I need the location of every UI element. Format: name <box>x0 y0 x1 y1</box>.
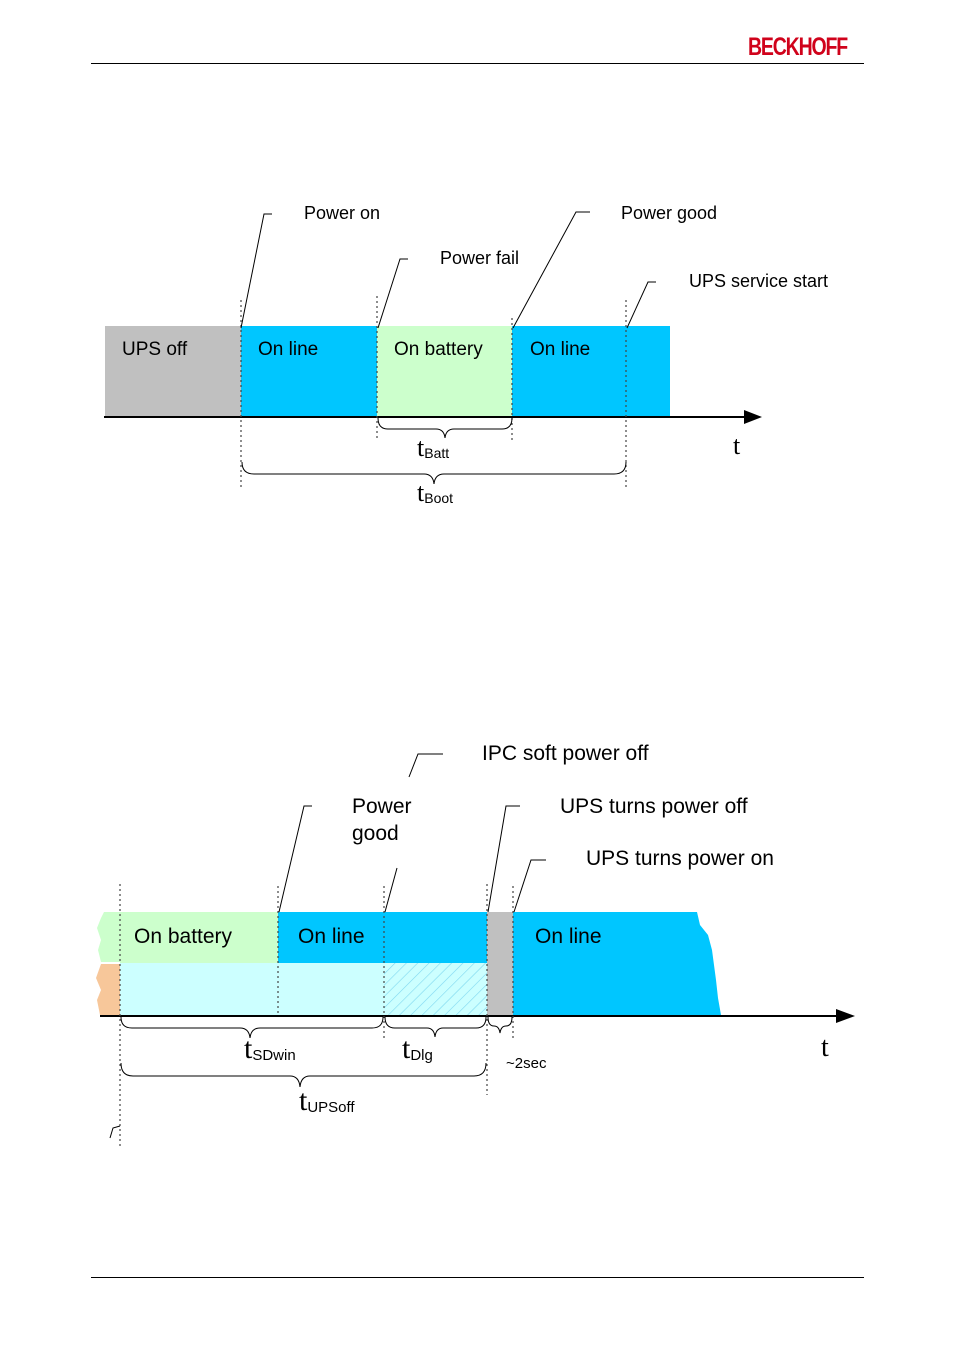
brace-t-batt <box>377 417 513 439</box>
segment-power-off <box>487 912 513 1015</box>
diagram-1: UPS off On line On battery On line t <box>104 203 828 507</box>
annotation-power-good: Power good <box>621 203 717 223</box>
label-ups-off: UPS off <box>122 339 188 360</box>
span-t-sdwin: tSDwin <box>244 1032 296 1065</box>
annotation-power-good-line1: Power <box>352 795 412 818</box>
label-on-line-2: On line <box>530 339 590 360</box>
segment-on-battery <box>377 326 512 417</box>
brace-t-sdwin <box>120 1016 384 1039</box>
segment-on-battery <box>120 912 278 963</box>
annotation-power-on: Power on <box>304 203 380 223</box>
segment-on-line-2 <box>513 912 721 1015</box>
annotation-power-fail: Power fail <box>440 248 519 268</box>
label-on-battery-2: On battery <box>134 925 233 948</box>
footer-rule <box>91 1277 864 1278</box>
span-t-boot: tBoot <box>417 478 453 507</box>
brace-t-upsoff <box>120 1062 487 1088</box>
segment-on-line-2 <box>512 326 670 417</box>
label-on-line-1: On line <box>258 339 318 360</box>
axis-label-t-2: t <box>821 1032 829 1063</box>
brace-t-boot <box>241 461 627 485</box>
label-on-battery: On battery <box>394 339 483 360</box>
callout-lines-2 <box>109 753 546 1139</box>
fragment-orange-left <box>96 964 120 1015</box>
diagram-2: On battery On line On line t <box>96 742 855 1148</box>
segment-lower-pale <box>278 963 384 1015</box>
annotation-ups-turns-power-on: UPS turns power on <box>586 847 774 870</box>
label-on-line-4: On line <box>535 925 602 948</box>
annotation-ipc-soft-power-off: IPC soft power off <box>482 742 649 765</box>
segment-on-line-1 <box>241 326 377 417</box>
axis-arrow-1 <box>744 410 762 424</box>
annotation-power-good-line2: good <box>352 822 399 845</box>
segment-dlg-hatched <box>384 963 487 1015</box>
span-2sec: ~2sec <box>506 1055 547 1072</box>
span-t-dlg: tDlg <box>402 1032 433 1065</box>
annotation-ups-service-start: UPS service start <box>689 271 828 291</box>
span-t-upsoff: tUPSoff <box>299 1084 355 1117</box>
annotation-ups-turns-power-off: UPS turns power off <box>560 795 748 818</box>
brace-t-dlg <box>384 1016 487 1038</box>
label-on-line-3: On line <box>298 925 365 948</box>
fragment-battery-left <box>97 912 120 962</box>
event-markers-2 <box>119 884 514 1148</box>
span-t-batt: tBatt <box>417 433 449 462</box>
segment-sdwin-lower <box>120 963 278 1015</box>
callout-lines-1 <box>240 211 656 329</box>
beckhoff-logo: BECKHOFF <box>748 33 848 61</box>
axis-arrow-2 <box>836 1009 855 1023</box>
axis-label-t-1: t <box>733 431 741 460</box>
segment-ups-off <box>105 326 241 417</box>
brace-2sec <box>487 1016 513 1034</box>
segment-on-line-1 <box>278 912 487 963</box>
header-rule <box>91 63 864 64</box>
